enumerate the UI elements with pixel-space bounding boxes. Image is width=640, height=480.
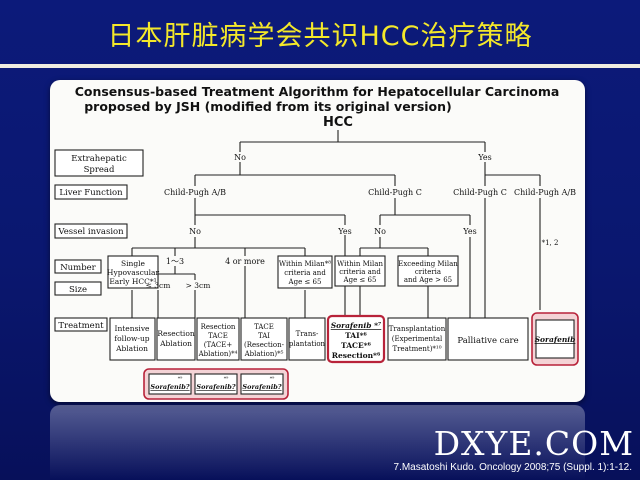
right-within-milan-line3: Age ≤ 65 — [343, 276, 377, 284]
single-hypovascular-box — [107, 255, 159, 289]
figure-heading-line2: proposed by JSH (modified from its origi… — [84, 99, 452, 114]
res-tace-line4: Ablation)*⁴ — [198, 350, 238, 358]
row-label-size: Size — [69, 285, 87, 295]
single-line2: Hypovascular — [107, 268, 160, 277]
vessel-invasion-no-right: No — [374, 227, 386, 236]
resection-line2: Ablation — [159, 339, 192, 348]
row-label-liver-function-box — [54, 184, 128, 200]
row-label-extrahepatic-line1: Extrahepatic — [71, 154, 127, 164]
treatment-resection-tace — [196, 317, 240, 361]
row-label-extrahepatic-line2: Spread — [84, 165, 115, 175]
sorafenib-question-1: *⁹ Sorafenib? — [148, 373, 192, 395]
resection-line1: Resection — [157, 329, 195, 338]
slide-title: 日本肝脏病学会共识HCC治疗策略 — [107, 21, 533, 52]
transplant-exp-line3: Treatment)*¹⁰ — [392, 345, 441, 353]
within-milan-line3: Age ≤ 65 — [288, 278, 322, 286]
sorafenib-question-3: *⁹ Sorafenib? — [240, 373, 284, 395]
row-label-size-box — [54, 281, 102, 296]
root-node-hcc: HCC — [323, 115, 353, 130]
sorafenib-question-3-label: Sorafenib? — [242, 383, 281, 391]
sorafenib-block-line1: Sorafenib *⁷ — [331, 321, 382, 330]
tace-tai-line1: TACE — [254, 323, 274, 331]
number-one-to-three: 1～3 — [166, 257, 184, 266]
extrahepatic-no: No — [234, 153, 246, 162]
child-pugh-c-middle: Child-Pugh C — [368, 188, 422, 197]
res-tace-line3: (TACE+ — [204, 341, 233, 349]
treatment-tace-tai — [240, 317, 288, 361]
palliative-label: Palliative care — [457, 336, 518, 346]
row-label-treatment: Treatment — [58, 321, 104, 331]
sorafenib-question-2: *⁹ Sorafenib? — [194, 373, 238, 395]
right-exceeding-milan-box — [397, 255, 459, 287]
row-label-extrahepatic-box — [54, 149, 144, 177]
transplant-line2: plantation — [289, 340, 326, 348]
right-within-milan-line1: Within Milan — [337, 260, 383, 268]
sorafenib-block-line2: TAI*⁶ — [345, 331, 367, 340]
vessel-invasion-yes-right: Yes — [462, 227, 476, 236]
within-milan-line1: Within Milan*⁸ — [279, 260, 331, 268]
row-label-vessel-invasion-box — [54, 223, 128, 239]
within-milan-line2: criteria and — [284, 269, 326, 277]
note-marker-ab: *1, 2 — [542, 239, 559, 247]
citation: 7.Masatoshi Kudo. Oncology 2008;75 (Supp… — [393, 462, 632, 473]
right-exceeding-line2: criteria — [415, 268, 441, 276]
transplant-exp-line2: (Experimental — [392, 335, 443, 343]
sorafenib-block-line3: TACE*⁶ — [341, 341, 372, 350]
row-label-liver-function: Liver Function — [59, 188, 123, 198]
treatment-intensive-followup — [109, 317, 156, 361]
treatment-transplantation-experimental — [387, 317, 447, 361]
child-pugh-ab-right: Child-Pugh A/B — [514, 188, 576, 197]
intensive-line1: Intensive — [115, 324, 151, 333]
res-tace-line1: Resection — [201, 323, 236, 331]
treatment-sorafenib-tai-tace-highlight — [326, 314, 386, 364]
right-within-milan-line2: criteria and — [339, 268, 381, 276]
treatment-resection-ablation — [156, 317, 196, 361]
row-label-vessel-invasion: Vessel invasion — [57, 227, 124, 237]
sorafenib-question-2-label: Sorafenib? — [196, 383, 235, 391]
sorafenib-question-1-label: Sorafenib? — [150, 383, 189, 391]
watermark-logo: DXYE.COM — [433, 424, 634, 463]
title-divider — [0, 64, 640, 68]
sorafenib-final-label: Sorafenib — [535, 335, 576, 344]
right-within-milan-box — [334, 255, 386, 287]
extrahepatic-yes: Yes — [477, 153, 491, 162]
sorafenib-question-2-sup: *⁹ — [224, 376, 229, 382]
sorafenib-block-line4: Resection*⁶ — [332, 351, 381, 360]
child-pugh-ab-left: Child-Pugh A/B — [164, 188, 226, 197]
res-tace-line2: TACE — [208, 332, 228, 340]
transplant-exp-line1: Transplantation — [389, 325, 446, 333]
tace-tai-line3: (Resection- — [244, 341, 285, 349]
single-line3: Early HCC*¹ — [109, 277, 156, 286]
number-four-or-more: 4 or more — [225, 257, 265, 266]
right-exceeding-line3: and Age > 65 — [404, 276, 452, 284]
treatment-algorithm-diagram: Consensus-based Treatment Algorithm for … — [54, 84, 579, 400]
child-pugh-c-right: Child-Pugh C — [453, 188, 507, 197]
size-gt-3cm: > 3cm — [186, 281, 211, 290]
right-exceeding-line1: Exceeding Milan — [398, 260, 458, 268]
row-label-treatment-box — [54, 317, 108, 332]
sorafenib-question-3-sup: *⁹ — [270, 376, 275, 382]
tace-tai-line4: Ablation)*⁵ — [244, 350, 284, 358]
vessel-invasion-yes-left: Yes — [337, 227, 351, 236]
sorafenib-final-inner — [535, 319, 575, 359]
intensive-line3: Ablation — [115, 344, 148, 353]
row-label-number: Number — [60, 263, 96, 273]
panel-reflection — [50, 405, 585, 480]
single-line1: Single — [121, 259, 146, 268]
intensive-line2: follow-up — [114, 334, 149, 343]
within-milan-box — [277, 255, 333, 289]
transplant-line1: Trans- — [296, 330, 319, 338]
vessel-invasion-no-left: No — [189, 227, 201, 236]
row-label-number-box — [54, 259, 102, 274]
treatment-palliative-care — [447, 317, 529, 361]
size-le-3cm: ≤ 3cm — [146, 281, 171, 290]
sorafenib-question-1-sup: *⁹ — [178, 376, 183, 382]
figure-heading-line1: Consensus-based Treatment Algorithm for … — [75, 84, 560, 99]
tace-tai-line2: TAI — [258, 332, 270, 340]
treatment-transplantation — [288, 317, 326, 361]
